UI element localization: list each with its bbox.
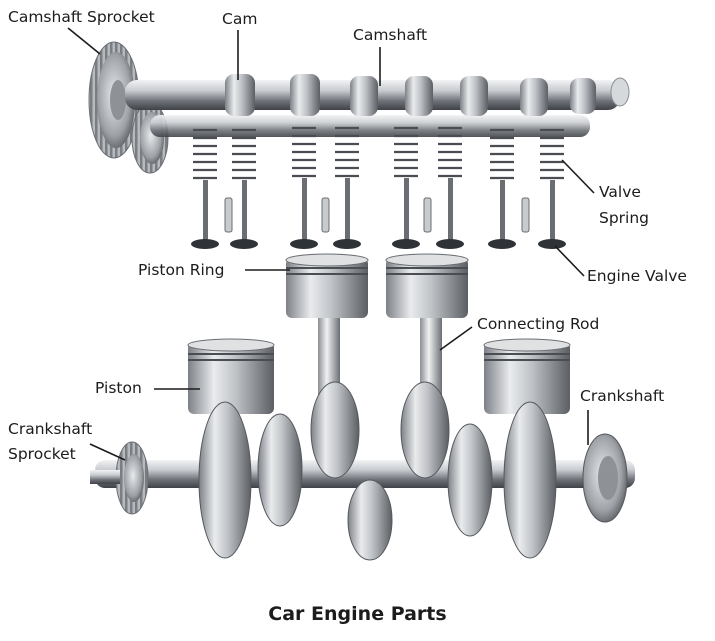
leader-connecting-rod <box>439 326 473 351</box>
valve-springs <box>193 126 564 180</box>
label-camshaft: Camshaft <box>353 26 428 44</box>
label-crankshaft-sprocket-line1: Crankshaft <box>8 420 93 438</box>
engine-valves <box>191 178 566 249</box>
upper-pistons <box>285 253 469 318</box>
label-crankshaft-sprocket-line2: Sprocket <box>8 445 76 463</box>
lower-pistons <box>187 338 571 414</box>
crankshaft <box>95 381 635 561</box>
label-crankshaft: Crankshaft <box>580 387 665 405</box>
cam-lobes <box>225 74 596 116</box>
label-piston: Piston <box>95 379 142 397</box>
label-valve-spring-line1: Valve <box>599 183 641 201</box>
leader-camshaft-sprocket <box>67 27 101 55</box>
diagram-caption: Car Engine Parts <box>268 603 447 625</box>
label-cam: Cam <box>222 10 258 28</box>
leader-valve-spring <box>561 159 595 194</box>
label-engine-valve: Engine Valve <box>587 267 687 285</box>
label-connecting-rod: Connecting Rod <box>477 315 600 333</box>
leader-crankshaft-sprocket <box>89 443 126 461</box>
leader-engine-valve <box>554 245 585 277</box>
label-camshaft-sprocket: Camshaft Sprocket <box>8 8 155 26</box>
label-piston-ring: Piston Ring <box>138 261 225 279</box>
crankshaft-sprocket <box>90 441 149 515</box>
label-valve-spring-line2: Spring <box>599 209 650 227</box>
leader-lines <box>67 27 595 461</box>
